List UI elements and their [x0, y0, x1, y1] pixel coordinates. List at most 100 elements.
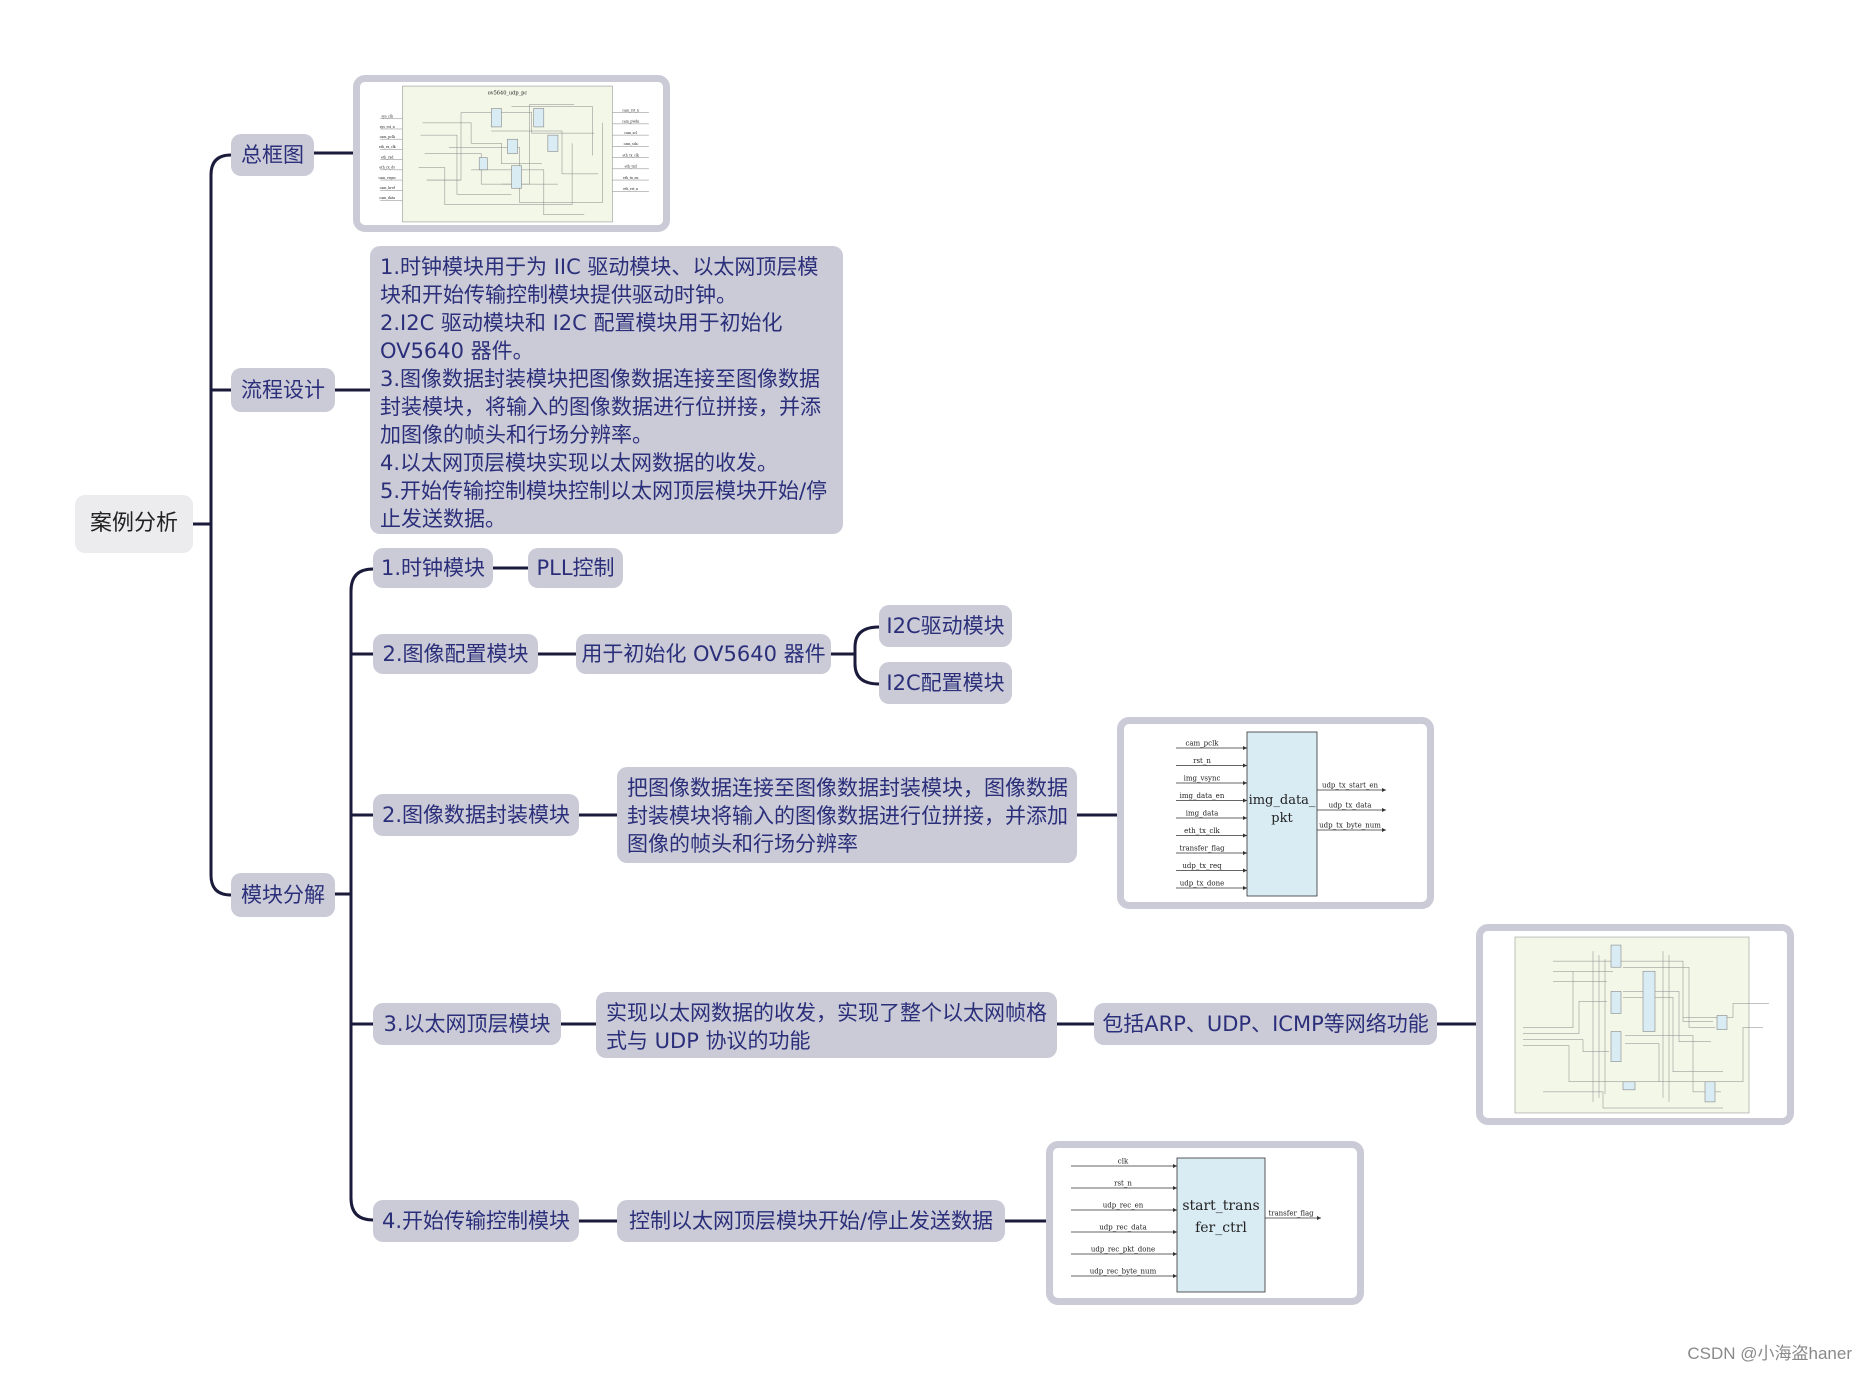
overview-output-port: eth_tx_en: [623, 176, 639, 180]
ethernet-desc-line: 式与 UDP 协议的功能: [606, 1029, 811, 1053]
img-data-pkt-diagram: img_data_pkt cam_pclk rst_n img_vsync img_d…: [1117, 717, 1434, 909]
ethernet-features-node[interactable]: 包括ARP、UDP、ICMP等网络功能: [1094, 1003, 1437, 1045]
overview-output-port: eth_rst_n: [623, 187, 638, 191]
packer-desc-line: 封装模块将输入的图像数据进行位拼接，并添加: [627, 804, 1068, 828]
overview-output-port: cam_sda: [624, 142, 638, 146]
start-ctrl-node[interactable]: 4.开始传输控制模块: [373, 1200, 579, 1242]
input-pin-label: rst_n: [1193, 757, 1211, 765]
input-pin-label: eth_tx_clk: [1184, 827, 1220, 835]
overview-output-port: cam_pwdn: [622, 120, 639, 124]
pin-arrow: [1173, 1186, 1177, 1190]
pin-arrow: [1243, 798, 1247, 803]
pin-arrow: [1243, 833, 1247, 838]
input-pin-label: udp_rec_data: [1099, 1224, 1147, 1232]
packer-desc-lines: 把图像数据连接至图像数据封装模块，图像数据封装模块将输入的图像数据进行位拼接，并…: [627, 774, 1068, 858]
image-packer-node[interactable]: 2.图像数据封装模块: [373, 794, 579, 836]
output-pin-label: transfer_flag: [1268, 1210, 1314, 1218]
packer-desc-line: 图像的帧头和行场分辨率: [627, 832, 858, 856]
modules-node[interactable]: 模块分解: [231, 873, 335, 917]
overview-output-port: cam_rst_n: [622, 108, 639, 112]
output-pin-label: udp_tx_byte_num: [1319, 822, 1381, 830]
pin-arrow: [1382, 808, 1386, 812]
pin-arrow: [1173, 1252, 1177, 1256]
flow-description-lines: 1.时钟模块用于为 IIC 驱动模块、以太网顶层模块和开始传输控制模块提供驱动时…: [380, 253, 827, 533]
packer-desc-line: 把图像数据连接至图像数据封装模块，图像数据: [627, 776, 1068, 800]
flow-line: 止发送数据。: [380, 507, 506, 531]
ethernet-top-node[interactable]: 3.以太网顶层模块: [373, 1003, 561, 1045]
pin-arrow: [1243, 746, 1247, 750]
pin-arrow: [1243, 781, 1247, 785]
root-node[interactable]: 案例分析: [75, 495, 193, 553]
flow-line: 3.图像数据封装模块把图像数据连接至图像数据: [380, 367, 821, 391]
pin-arrow: [1317, 1216, 1321, 1220]
overview-input-port: cam_vsync: [378, 176, 396, 180]
watermark: CSDN @小海盗haner: [1687, 1344, 1852, 1363]
input-pin-label: img_data_en: [1180, 792, 1225, 800]
pin-arrow: [1173, 1164, 1177, 1168]
input-pin-label: clk: [1118, 1158, 1129, 1166]
overview-input-port: cam_pclk: [380, 135, 395, 139]
ethernet-desc-line: 实现以太网数据的收发，实现了整个以太网帧格: [606, 1001, 1047, 1025]
pin-arrow: [1382, 788, 1386, 792]
ethernet-desc-node[interactable]: 实现以太网数据的收发，实现了整个以太网帧格式与 UDP 协议的功能: [596, 992, 1057, 1058]
input-pin-label: udp_tx_req: [1182, 862, 1222, 870]
pin-arrow: [1243, 763, 1247, 768]
flow-line: 2.I2C 驱动模块和 I2C 配置模块用于初始化: [380, 311, 783, 335]
block-name: fer_ctrl: [1195, 1220, 1247, 1236]
packer-desc-node[interactable]: 把图像数据连接至图像数据封装模块，图像数据封装模块将输入的图像数据进行位拼接，并…: [617, 767, 1077, 863]
overview-input-port: sys_clk: [381, 115, 393, 119]
block-name: pkt: [1271, 811, 1293, 826]
block-name: start_trans: [1182, 1198, 1259, 1214]
pin-arrow: [1243, 816, 1247, 820]
flow-line: OV5640 器件。: [380, 339, 534, 363]
output-pin-label: udp_tx_data: [1329, 802, 1372, 810]
overview-input-port: sys_rst_n: [380, 125, 395, 129]
input-pin-label: img_data: [1186, 810, 1219, 818]
input-pin-label: udp_rec_pkt_done: [1091, 1246, 1155, 1254]
clock-module-node[interactable]: 1.时钟模块: [373, 548, 493, 588]
pll-control-node[interactable]: PLL控制: [528, 548, 623, 588]
overview-input-port: eth_rxd: [381, 155, 393, 159]
block-name: img_data_: [1249, 793, 1316, 808]
pin-arrow: [1243, 851, 1247, 855]
overview-input-port: cam_data: [379, 196, 395, 200]
start-desc-node[interactable]: 控制以太网顶层模块开始/停止发送数据: [617, 1200, 1005, 1242]
flow-line: 5.开始传输控制模块控制以太网顶层模块开始/停: [380, 479, 828, 503]
pin-arrow: [1243, 886, 1247, 890]
overview-input-port: eth_rx_dv: [379, 166, 395, 170]
overview-output-port: eth_txd: [625, 165, 637, 169]
ethernet-desc-lines: 实现以太网数据的收发，实现了整个以太网帧格式与 UDP 协议的功能: [606, 999, 1047, 1055]
pin-arrow: [1173, 1274, 1177, 1278]
flow-line: 封装模块，将输入的图像数据进行位拼接，并添: [380, 395, 821, 419]
input-pin-label: cam_pclk: [1185, 740, 1219, 748]
overview-input-port: eth_rx_clk: [379, 145, 396, 149]
overview-title: ov5640_udp_pc: [488, 90, 528, 96]
pin-arrow: [1173, 1230, 1177, 1234]
i2c-config-node[interactable]: I2C配置模块: [879, 662, 1012, 704]
overview-output-port: eth_tx_clk: [622, 153, 638, 157]
flow-line: 块和开始传输控制模块提供驱动时钟。: [380, 283, 737, 307]
flow-description: 1.时钟模块用于为 IIC 驱动模块、以太网顶层模块和开始传输控制模块提供驱动时…: [370, 246, 843, 534]
pin-arrow: [1382, 828, 1386, 832]
input-pin-label: rst_n: [1114, 1180, 1132, 1188]
overview-input-port: cam_href: [380, 186, 396, 190]
i2c-driver-node[interactable]: I2C驱动模块: [879, 605, 1012, 647]
input-pin-label: udp_tx_done: [1180, 880, 1225, 888]
config-desc-node[interactable]: 用于初始化 OV5640 器件: [576, 634, 831, 674]
input-pin-label: transfer_flag: [1179, 845, 1225, 853]
input-pin-label: udp_rec_byte_num: [1090, 1268, 1157, 1276]
flow-line: 4.以太网顶层模块实现以太网数据的收发。: [380, 451, 779, 475]
image-config-node[interactable]: 2.图像配置模块: [373, 634, 538, 674]
pin-arrow: [1243, 868, 1247, 873]
output-pin-label: udp_tx_start_en: [1322, 782, 1379, 790]
flow-node[interactable]: 流程设计: [231, 368, 335, 412]
input-pin-label: img_vsync: [1184, 775, 1221, 783]
overview-node[interactable]: 总框图: [231, 134, 314, 176]
input-pin-label: udp_rec_en: [1103, 1202, 1144, 1210]
pin-arrow: [1173, 1208, 1177, 1212]
ethernet-top-diagram: [1476, 924, 1794, 1125]
